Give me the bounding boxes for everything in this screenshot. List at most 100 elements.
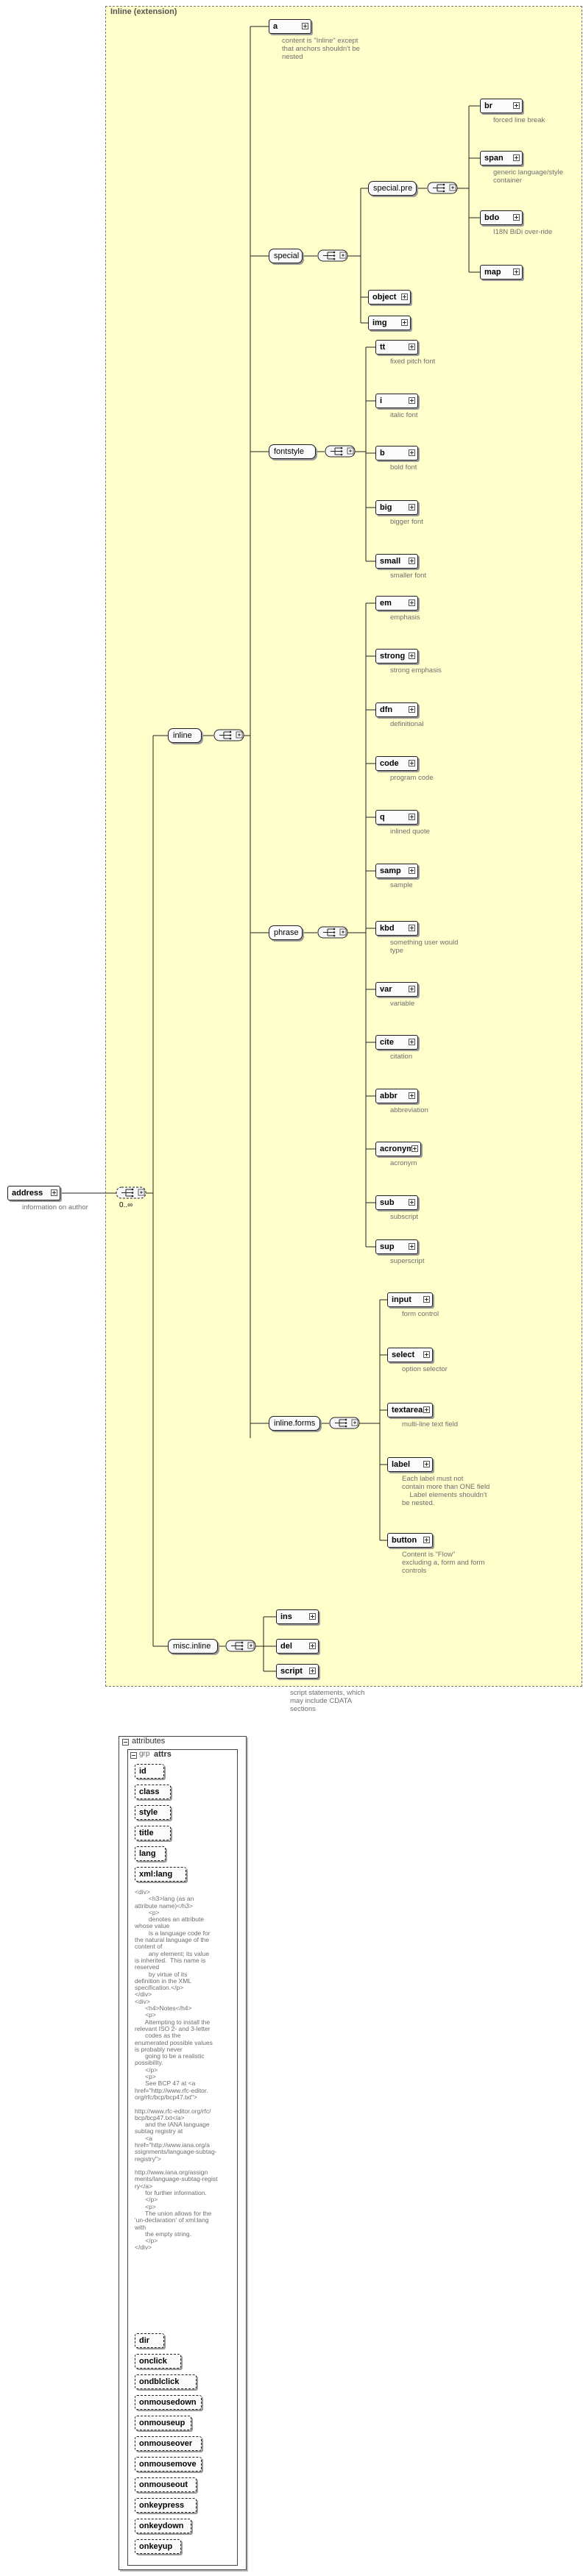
group-special[interactable]: special <box>269 249 303 263</box>
element-big[interactable]: big <box>375 500 418 515</box>
element-span[interactable]: span <box>480 151 523 166</box>
element-sup[interactable]: sup <box>375 1239 418 1254</box>
group-special_pre[interactable]: special.pre <box>368 181 417 196</box>
expand-icon[interactable] <box>423 1406 430 1413</box>
expand-icon[interactable] <box>423 1296 430 1303</box>
expand-icon[interactable] <box>409 558 415 564</box>
group-phrase[interactable]: phrase <box>269 925 303 940</box>
attribute-onclick[interactable]: onclick <box>135 2354 181 2369</box>
element-del[interactable]: del <box>276 1639 319 1654</box>
choice-compositor-icon[interactable] <box>329 1417 363 1430</box>
group-misc_inline[interactable]: misc.inline <box>168 1639 218 1654</box>
expand-icon[interactable] <box>409 504 415 510</box>
attribute-id[interactable]: id <box>135 1764 164 1779</box>
expand-icon[interactable] <box>513 154 520 161</box>
element-label[interactable]: label <box>387 1457 433 1472</box>
choice-compositor-icon[interactable] <box>325 445 358 458</box>
choice-compositor-icon[interactable] <box>116 1186 149 1200</box>
attribute-onmouseup[interactable]: onmouseup <box>135 2416 191 2430</box>
expand-icon[interactable] <box>423 1461 430 1467</box>
attribute-onmouseout[interactable]: onmouseout <box>135 2477 197 2492</box>
expand-icon[interactable] <box>409 1243 415 1250</box>
element-map[interactable]: map <box>480 265 523 280</box>
expand-icon[interactable] <box>409 814 415 820</box>
choice-compositor-icon[interactable] <box>317 926 351 939</box>
expand-icon[interactable] <box>513 214 520 221</box>
attribute-class[interactable]: class <box>135 1785 171 1799</box>
element-cite[interactable]: cite <box>375 1035 418 1050</box>
element-ins[interactable]: ins <box>276 1609 319 1624</box>
choice-compositor-icon[interactable] <box>317 249 351 263</box>
expand-icon[interactable] <box>409 1092 415 1099</box>
element-small[interactable]: small <box>375 554 418 569</box>
attribute-onkeypress[interactable]: onkeypress <box>135 2498 197 2513</box>
expand-icon[interactable] <box>409 925 415 931</box>
expand-icon[interactable] <box>409 1199 415 1206</box>
element-tt[interactable]: tt <box>375 340 418 355</box>
element-b[interactable]: b <box>375 446 418 460</box>
expand-icon[interactable] <box>409 344 415 350</box>
expand-icon[interactable] <box>409 652 415 659</box>
choice-compositor-icon[interactable] <box>213 729 247 742</box>
expand-icon[interactable] <box>409 867 415 874</box>
attribute-xml-lang[interactable]: xml:lang <box>135 1867 186 1882</box>
element-br[interactable]: br <box>480 99 523 113</box>
attribute-dir[interactable]: dir <box>135 2333 164 2348</box>
expand-icon[interactable] <box>423 1351 430 1358</box>
expand-icon[interactable] <box>309 1643 316 1649</box>
element-object[interactable]: object <box>368 290 411 305</box>
attribute-onmouseover[interactable]: onmouseover <box>135 2436 202 2451</box>
element-acronym[interactable]: acronym <box>375 1142 421 1156</box>
element-button[interactable]: button <box>387 1533 433 1548</box>
element-var[interactable]: var <box>375 982 418 997</box>
element-address[interactable]: address <box>7 1186 60 1200</box>
element-dfn[interactable]: dfn <box>375 702 418 717</box>
expand-icon[interactable] <box>409 449 415 456</box>
expand-icon[interactable] <box>409 1039 415 1045</box>
element-select[interactable]: select <box>387 1348 433 1362</box>
expand-icon[interactable] <box>409 397 415 404</box>
element-bdo[interactable]: bdo <box>480 210 523 225</box>
element-textarea[interactable]: textarea <box>387 1403 433 1417</box>
element-abbr[interactable]: abbr <box>375 1089 418 1103</box>
attribute-onmousedown[interactable]: onmousedown <box>135 2395 202 2410</box>
group-inline_forms[interactable]: inline.forms <box>269 1416 320 1431</box>
attribute-onkeydown[interactable]: onkeydown <box>135 2519 191 2533</box>
expand-icon[interactable] <box>513 268 520 275</box>
choice-compositor-icon[interactable] <box>427 182 461 195</box>
choice-compositor-icon[interactable] <box>225 1640 259 1653</box>
expand-icon[interactable] <box>51 1189 57 1196</box>
group-inline[interactable]: inline <box>168 728 202 743</box>
expand-icon[interactable] <box>401 293 408 300</box>
expand-icon[interactable] <box>401 319 408 326</box>
expand-icon[interactable] <box>409 760 415 766</box>
expand-icon[interactable] <box>411 1145 418 1152</box>
expand-icon[interactable] <box>309 1613 316 1620</box>
attribute-onmousemove[interactable]: onmousemove <box>135 2457 202 2472</box>
collapse-attributes-icon[interactable] <box>122 1739 129 1746</box>
element-img[interactable]: img <box>368 316 411 330</box>
expand-icon[interactable] <box>423 1537 430 1543</box>
attribute-onkeyup[interactable]: onkeyup <box>135 2539 181 2554</box>
element-sub[interactable]: sub <box>375 1195 418 1210</box>
expand-icon[interactable] <box>302 23 308 29</box>
expand-icon[interactable] <box>409 706 415 713</box>
element-input[interactable]: input <box>387 1292 433 1307</box>
attribute-title[interactable]: title <box>135 1826 171 1840</box>
attribute-style[interactable]: style <box>135 1805 171 1820</box>
element-i[interactable]: i <box>375 394 418 408</box>
element-em[interactable]: em <box>375 596 418 611</box>
element-samp[interactable]: samp <box>375 864 418 878</box>
expand-icon[interactable] <box>513 102 520 109</box>
expand-icon[interactable] <box>309 1668 316 1674</box>
expand-icon[interactable] <box>409 986 415 992</box>
collapse-attrs-icon[interactable] <box>130 1752 137 1759</box>
attribute-ondblclick[interactable]: ondblclick <box>135 2374 197 2389</box>
element-kbd[interactable]: kbd <box>375 921 418 936</box>
attribute-lang[interactable]: lang <box>135 1846 166 1861</box>
element-script[interactable]: script <box>276 1664 319 1679</box>
group-fontstyle[interactable]: fontstyle <box>269 444 316 459</box>
expand-icon[interactable] <box>409 599 415 606</box>
element-strong[interactable]: strong <box>375 649 418 663</box>
element-a[interactable]: a <box>269 19 311 34</box>
